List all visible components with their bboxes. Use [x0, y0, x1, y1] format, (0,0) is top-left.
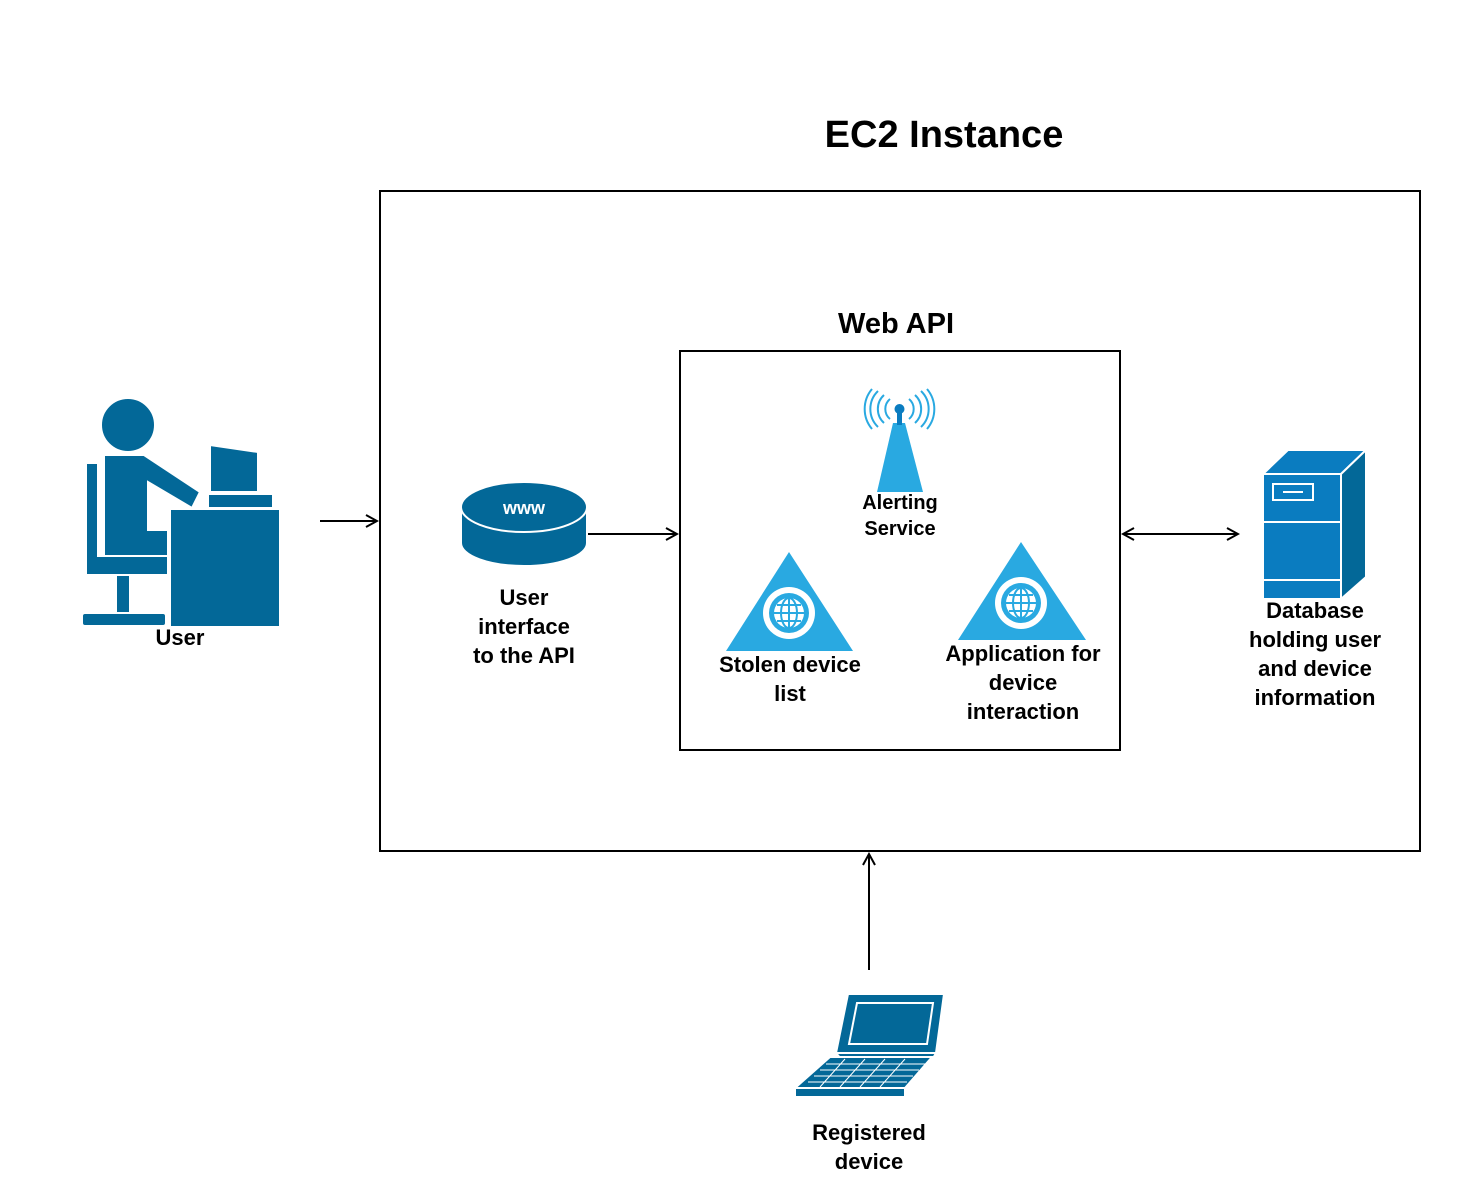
alerting-service-label: Alerting Service — [862, 492, 938, 540]
web-ui-label: User interface to the API — [473, 585, 575, 668]
web-api-title: Web API — [837, 308, 954, 340]
web-api-box — [679, 350, 1121, 751]
ec2-instance-title: EC2 Instance — [824, 114, 1064, 156]
antenna-icon — [863, 388, 936, 492]
globe-triangle-icon — [726, 552, 853, 651]
user-label: User — [155, 625, 205, 650]
ec2-instance-box — [379, 190, 1421, 852]
registered-device-label: Registered device — [812, 1120, 926, 1174]
globe-triangle-icon — [958, 542, 1086, 640]
application-label: Application for device interaction — [945, 641, 1101, 724]
server-tower-icon — [1260, 447, 1369, 602]
laptop-icon — [792, 993, 946, 1098]
www-icon: www — [460, 481, 588, 567]
user-at-computer-icon — [81, 397, 281, 628]
database-label: Database holding user and device informa… — [1249, 598, 1381, 710]
stolen-device-list-label: Stolen device list — [719, 652, 861, 706]
svg-text:www: www — [502, 498, 546, 518]
